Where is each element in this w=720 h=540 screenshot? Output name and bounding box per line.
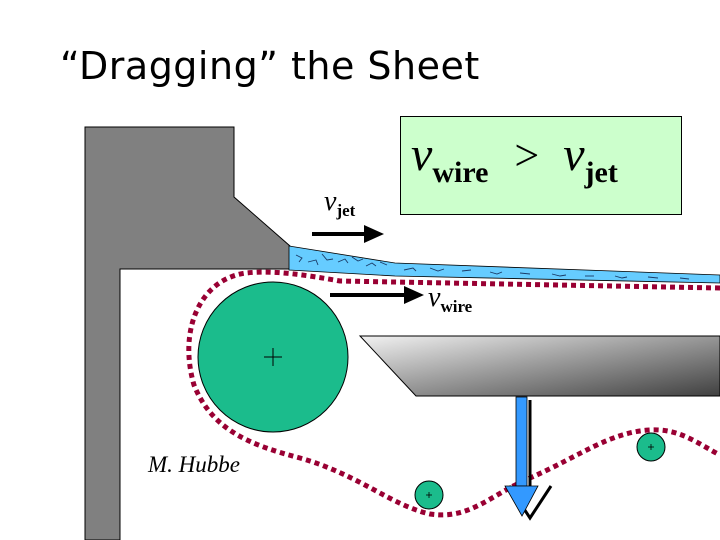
author-credit: M. Hubbe — [148, 452, 240, 477]
right-roll-center-mark — [648, 444, 654, 450]
jet-velocity-label: vjet — [324, 186, 355, 221]
wire-velocity-arrow — [330, 286, 424, 304]
eq-left-symbol: v — [411, 128, 433, 181]
jet-fibers — [295, 253, 690, 280]
velocity-inequality-box: vwire>vjet — [400, 116, 682, 215]
eq-operator: > — [514, 131, 540, 180]
eq-left-subscript: wire — [432, 156, 489, 189]
wire-label-subscript: wire — [440, 297, 473, 316]
eq-right-symbol: v — [563, 128, 585, 181]
foil-blade — [358, 335, 720, 397]
lower-roll-center-mark — [426, 492, 432, 498]
breast-roll-center-mark — [264, 348, 282, 366]
jet-label-subscript: jet — [336, 201, 356, 220]
jet-label-symbol: v — [324, 186, 337, 217]
velocity-inequality: vwire>vjet — [411, 127, 618, 190]
wire-velocity-label: vwire — [428, 282, 472, 317]
wire-label-symbol: v — [428, 282, 441, 313]
jet-velocity-arrow — [312, 225, 384, 243]
page-title: “Dragging” the Sheet — [60, 44, 480, 88]
drainage-arrow — [504, 396, 553, 521]
jet-stream — [288, 245, 720, 284]
eq-right-subscript: jet — [584, 156, 618, 189]
forming-wire — [186, 269, 720, 518]
